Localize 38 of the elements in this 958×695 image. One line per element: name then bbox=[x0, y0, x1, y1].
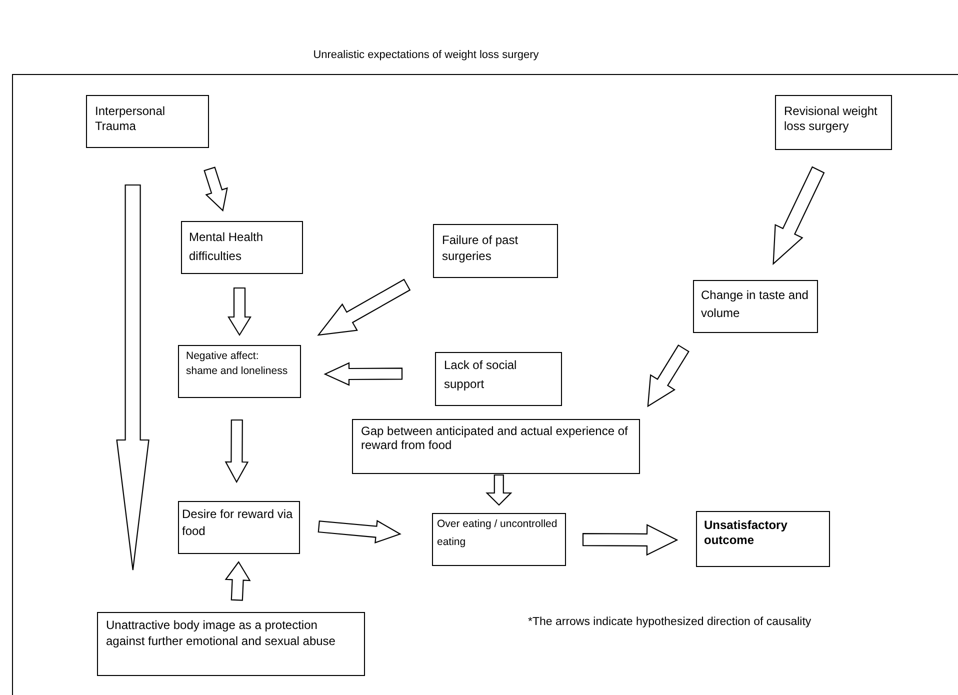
block-arrow bbox=[204, 166, 228, 212]
box-text: Negative affect: shame and loneliness bbox=[186, 349, 289, 380]
box-text: Change in taste and volume bbox=[701, 287, 810, 322]
block-arrow bbox=[317, 278, 411, 336]
box-text: Unattractive body image as a protection against further emotional and sexual abuse bbox=[106, 617, 336, 650]
text-box bbox=[352, 419, 640, 474]
box-text: Interpersonal Trauma bbox=[95, 104, 166, 134]
text-box bbox=[181, 221, 303, 274]
diagram-title: Unrealistic expectations of weight loss surgery bbox=[312, 49, 540, 61]
block-arrow bbox=[228, 287, 252, 336]
text-box bbox=[178, 501, 300, 554]
text-box bbox=[97, 612, 365, 676]
box-text: Over eating / uncontrolled eating bbox=[437, 517, 558, 550]
box-text: Revisional weight loss surgery bbox=[784, 104, 878, 134]
block-arrow bbox=[324, 362, 403, 386]
block-arrow bbox=[582, 524, 678, 556]
box-text: Desire for reward via food bbox=[182, 506, 294, 540]
box-text: Lack of social support bbox=[444, 357, 518, 393]
text-box bbox=[86, 95, 209, 148]
block-arrow bbox=[647, 344, 690, 408]
text-box bbox=[775, 95, 892, 150]
block-arrow bbox=[224, 419, 249, 484]
box-text: Mental Health difficulties bbox=[189, 229, 264, 265]
box-text: Failure of past surgeries bbox=[442, 233, 520, 264]
block-arrow bbox=[116, 184, 150, 571]
text-box bbox=[693, 280, 818, 333]
text-box bbox=[178, 345, 301, 398]
text-box bbox=[696, 511, 830, 567]
footnote: *The arrows indicate hypothesized direction of causality bbox=[528, 616, 812, 628]
text-box bbox=[435, 352, 562, 406]
block-arrow bbox=[318, 520, 402, 544]
block-arrow bbox=[224, 561, 251, 601]
box-text: Unsatisfactory outcome bbox=[704, 518, 788, 548]
text-box bbox=[432, 513, 566, 566]
block-arrow bbox=[486, 474, 512, 506]
box-text: Gap between anticipated and actual experience of reward from food bbox=[361, 424, 629, 453]
text-box bbox=[433, 224, 558, 278]
block-arrow bbox=[772, 166, 825, 266]
